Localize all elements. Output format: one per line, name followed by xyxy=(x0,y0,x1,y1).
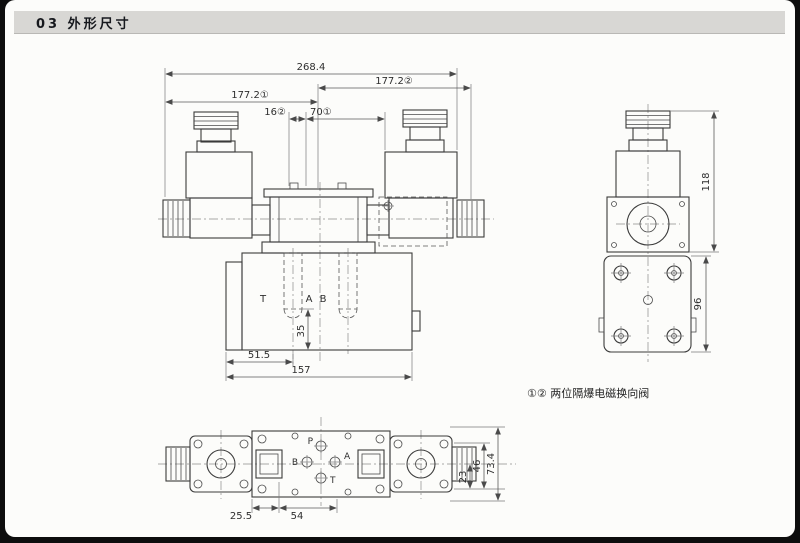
dim-73-4: 73.4 xyxy=(486,453,497,475)
solenoid-coil xyxy=(185,151,253,199)
dim-157: 157 xyxy=(291,365,310,376)
side-subplate xyxy=(598,255,697,353)
section-title: 03 外形尺寸 xyxy=(36,16,132,32)
dim-length-right: 177.2② xyxy=(375,76,413,87)
dim-118: 118 xyxy=(701,172,712,191)
top-plate xyxy=(263,188,374,198)
cable-gland-neck xyxy=(200,128,232,143)
subplate-right-tab xyxy=(411,310,421,332)
dim-25-5: 25.5 xyxy=(230,511,252,522)
cable-gland-collar xyxy=(196,140,236,153)
port-a-label: A xyxy=(344,452,351,462)
end-cap xyxy=(162,199,191,238)
body-block xyxy=(269,196,368,243)
port-slot xyxy=(283,252,303,310)
dim-70: 70① xyxy=(310,107,332,118)
cable-gland-cap xyxy=(402,109,448,128)
solenoid-tube-circle xyxy=(206,449,236,479)
solenoid-tube-circle xyxy=(626,202,670,246)
subplate-block xyxy=(603,255,692,353)
side-tab xyxy=(598,317,605,333)
connector-port xyxy=(255,449,283,479)
port-t-label: T xyxy=(259,294,267,305)
front-port-labels: T A B xyxy=(259,294,327,305)
port-b-label: B xyxy=(320,294,327,305)
body-block xyxy=(606,196,690,253)
solenoid-base xyxy=(388,197,454,239)
dim-16: 16② xyxy=(264,107,286,118)
dim-51-5: 51.5 xyxy=(248,350,270,361)
subplate xyxy=(225,241,421,351)
junction-box xyxy=(378,196,448,247)
subplate-block xyxy=(241,252,413,351)
section-header: 03 外形尺寸 xyxy=(14,11,785,34)
cable-gland-cap xyxy=(193,111,239,130)
front-dimensions: 268.4 177.2② 177.2① 16② 70① xyxy=(164,62,472,381)
side-tab xyxy=(690,317,697,333)
dim-46: 46 xyxy=(472,460,483,473)
front-centerlines xyxy=(158,182,494,364)
bottom-right-solenoid xyxy=(389,435,477,493)
solenoid-tube-circle xyxy=(406,449,436,479)
port-t-label: T xyxy=(329,476,336,486)
front-view: T A B 268.4 177.2② 177.2① xyxy=(158,62,494,381)
dim-23: 23 xyxy=(458,471,469,484)
cable-gland-collar xyxy=(405,139,445,153)
top-bolt xyxy=(289,182,299,190)
bottom-dimensions: 25.5 54 23 46 73.4 xyxy=(230,426,505,522)
side-centerlines xyxy=(616,104,680,362)
port-slot xyxy=(338,252,358,310)
note: ①② 两位隔爆电磁换向阀 xyxy=(527,386,649,400)
interface-plate xyxy=(261,241,376,254)
bottom-view: P A B T xyxy=(158,417,516,522)
side-dimensions: 118 96 xyxy=(670,110,719,353)
valve-body xyxy=(263,182,390,243)
end-cap xyxy=(456,199,485,238)
center-hole xyxy=(643,295,653,305)
top-bolt xyxy=(337,182,347,190)
dim-length-left: 177.2① xyxy=(231,90,269,101)
bottom-ports: P A B T xyxy=(292,437,351,486)
solenoid-coil xyxy=(384,151,458,199)
port-b-label: B xyxy=(292,458,298,468)
dim-total-width: 268.4 xyxy=(297,62,326,73)
subplate-left-step xyxy=(225,261,243,351)
connector-port xyxy=(357,449,385,479)
side-view: 118 96 xyxy=(598,104,719,362)
bottom-centerlines xyxy=(158,417,516,506)
dim-54: 54 xyxy=(291,511,304,522)
dim-35: 35 xyxy=(296,325,307,338)
end-cap xyxy=(451,446,477,482)
dim-96: 96 xyxy=(693,298,704,311)
port-a-label: A xyxy=(306,294,313,305)
side-valve-body xyxy=(606,196,690,253)
note-text: ①② 两位隔爆电磁换向阀 xyxy=(527,386,649,400)
left-solenoid-assembly xyxy=(162,111,271,239)
port-p-label: P xyxy=(308,437,314,447)
solenoid-base xyxy=(189,197,253,239)
side-solenoid xyxy=(615,110,681,198)
tube-nut xyxy=(251,204,271,236)
right-solenoid-assembly xyxy=(384,109,485,239)
cable-gland-neck xyxy=(409,126,441,141)
